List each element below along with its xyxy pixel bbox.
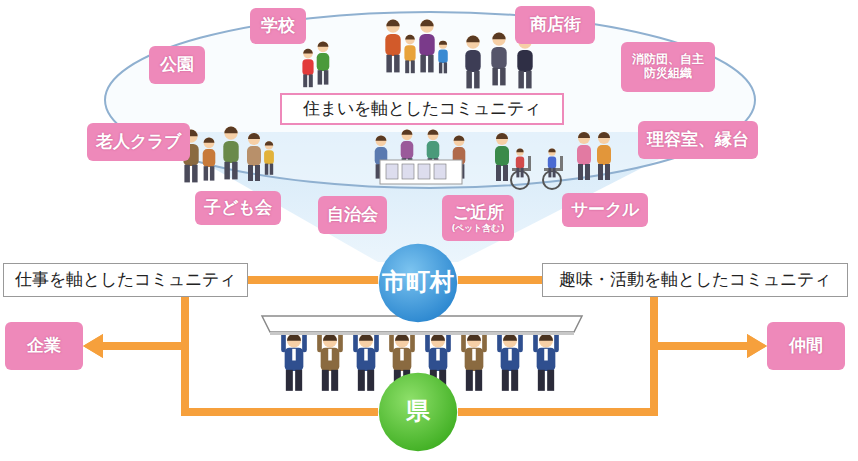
family-figures-part [302,49,313,87]
orange-connector [103,297,185,346]
family-figures-part [317,41,330,84]
place-box: 子ども会 [195,191,281,225]
prefecture-circle: 県 [378,372,458,452]
community-ellipse-part [105,12,755,188]
family-figures-part [438,41,448,74]
circle-fill [379,373,457,451]
place-box: 商店街 [515,6,595,44]
elderly-figures [183,127,274,183]
family-figures [302,20,447,88]
node-note: (ペット含む) [451,223,504,233]
table-figures-part [418,164,430,179]
family-figures-part [419,20,434,73]
target-box: 企業 [5,322,83,370]
place-box: サークル [562,193,648,227]
node-label: 公園 [160,55,194,75]
elderly-figures-part [223,127,238,180]
merchant-figures-part [465,36,480,89]
table-figures [375,129,466,184]
table-figures-part [402,164,414,179]
place-box: 学校 [250,8,306,44]
family-figures-part [404,35,415,73]
orange-connector [248,276,378,284]
wheelchair-figures-part [516,149,524,178]
community-label: 仕事を軸としたコミュニティ [3,263,248,297]
circle-fill [379,244,457,322]
place-box: 自治会 [318,196,387,234]
node-label: 仲間 [789,336,823,356]
municipality-circle: 市町村 [378,243,458,323]
elderly-figures-part [203,137,216,180]
orange-connector [458,276,542,284]
orange-connector [654,297,747,346]
support-board-part [270,332,574,335]
node-label: 子ども会 [204,198,272,218]
node-label: 理容室、縁台 [647,130,749,150]
node-label: 消防団、自主防災組織 [629,53,707,81]
node-label: 仕事を軸としたコミュニティ [15,270,236,290]
wheelchair-figures [495,132,611,189]
orange-connector [103,346,378,412]
table-figures-part [380,160,462,184]
place-box: 老人クラブ [87,123,190,161]
wheelchair-figures-part [577,132,591,180]
community-label: 住まいを軸としたコミュニティ [280,93,564,125]
node-label: 趣味・活動を軸としたコミュニティ [559,270,831,290]
node-label: 企業 [27,336,61,356]
node-label: 老人クラブ [96,132,181,152]
elderly-figures-part [264,141,274,175]
table-figures-part [434,164,446,179]
target-box: 仲間 [767,322,845,370]
place-box: 理容室、縁台 [638,121,758,159]
node-label: 県 [406,398,430,426]
wheelchair-figures-part [495,133,509,181]
place-box: 公園 [149,46,205,84]
wheelchair-figures-part [548,149,556,178]
wheelchair-figures-part [597,132,611,180]
node-label: ご近所 [453,203,504,223]
place-box: 消防団、自主防災組織 [621,42,715,92]
merchant-figures-part [491,33,506,86]
node-label: 自治会 [327,205,378,225]
node-label: サークル [571,200,639,220]
node-label: 市町村 [382,269,454,297]
node-label: 学校 [261,16,295,36]
community-ellipse [105,12,755,262]
community-label: 趣味・活動を軸としたコミュニティ [542,263,848,297]
family-figures-part [385,20,400,73]
node-label: 住まいを軸としたコミュニティ [303,99,541,119]
place-box: ご近所(ペット含む) [442,195,514,241]
orange-connector [458,346,747,412]
node-label: 商店街 [530,15,581,35]
table-figures-part [386,164,398,179]
elderly-figures-part [247,133,261,181]
